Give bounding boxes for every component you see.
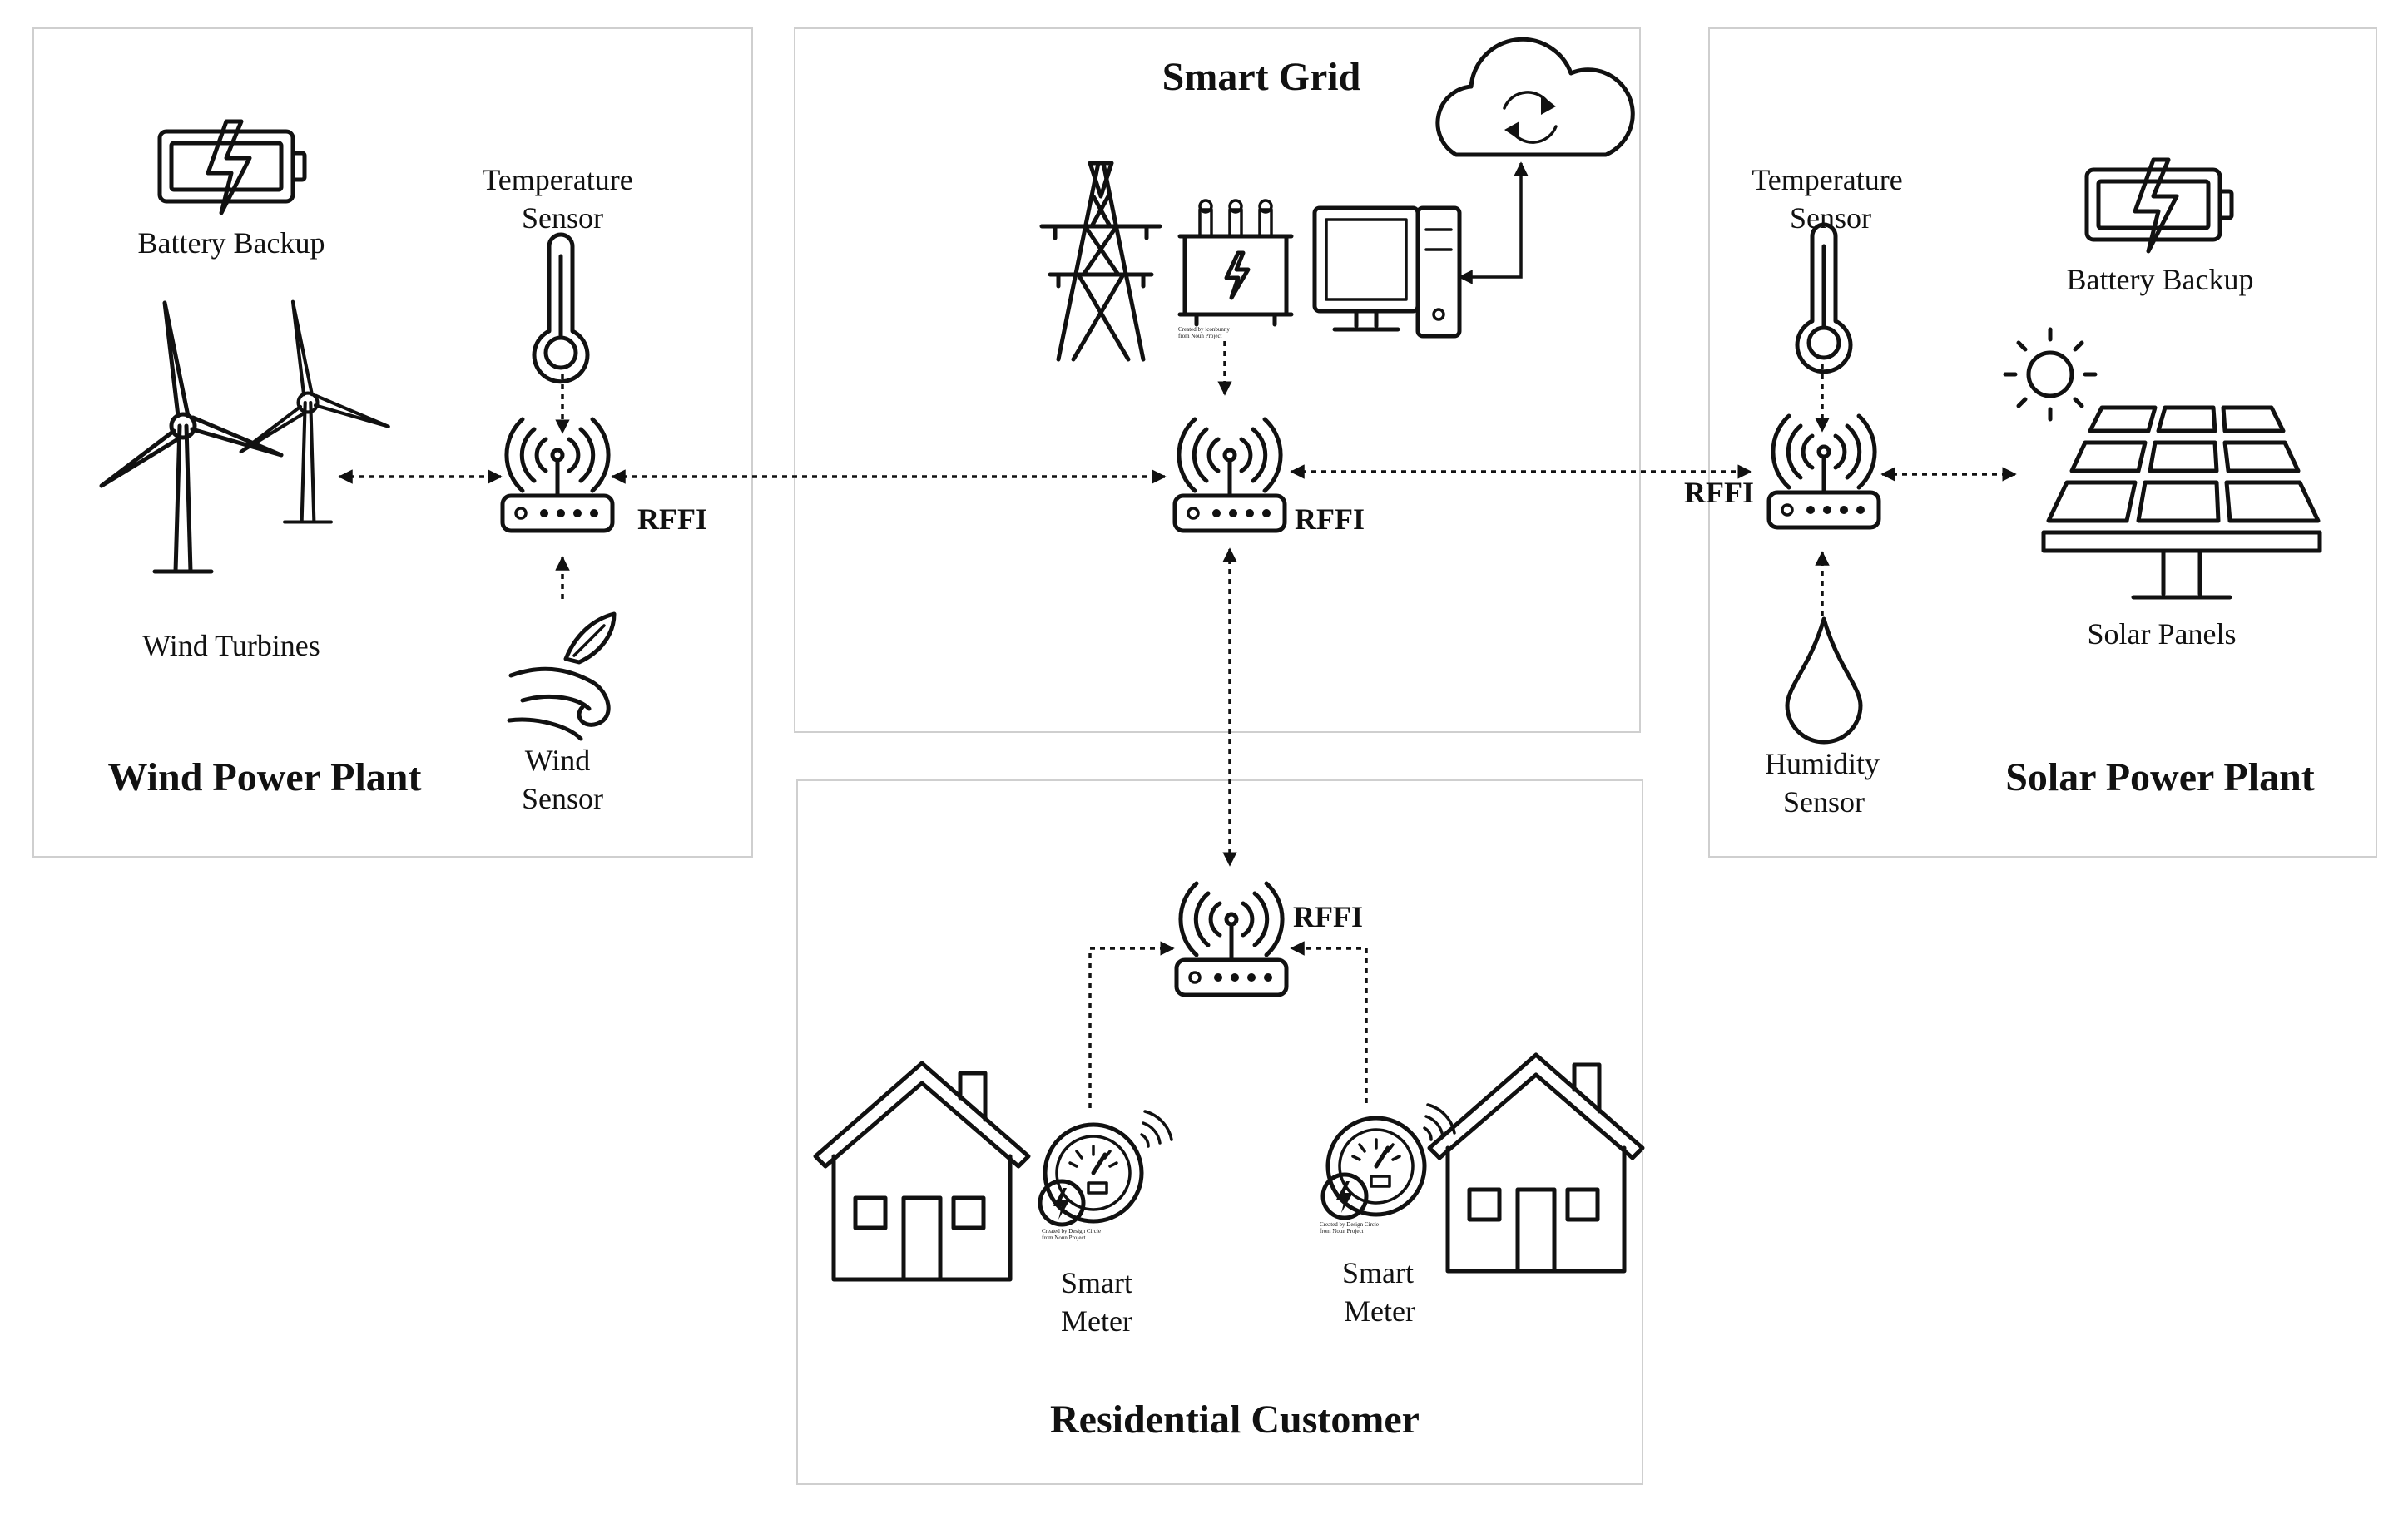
transformer-icon [1177,199,1294,327]
wind-battery-label: Battery Backup [138,226,325,260]
solar-panels-icon [2041,405,2322,600]
wind-sensor-label-line1: Wind [525,744,591,777]
solar-plant-title: Solar Power Plant [2005,755,2315,799]
solar-battery-label: Battery Backup [2067,263,2254,296]
humidity-sensor-icon [1785,616,1863,745]
residential-title: Residential Customer [1050,1398,1420,1442]
humidity-sensor-label-line2: Sensor [1783,785,1865,819]
wind-plant-title: Wind Power Plant [108,755,422,799]
solar-temp-sensor-label-line1: Temperature [1751,163,1902,196]
meter-right-label-line2: Meter [1344,1294,1415,1328]
smart-grid-panel [794,27,1641,733]
transmission-tower-icon [1039,161,1162,362]
solar-rffi-label: RFFI [1684,476,1754,509]
computer-icon [1312,205,1462,339]
link-meter-left-to-res-rffi [1088,941,1175,1108]
sun-icon [2003,327,2098,422]
residential-rffi-label: RFFI [1293,900,1363,933]
grid-rffi-label: RFFI [1295,502,1365,536]
wind-sensor-label-line2: Sensor [522,782,603,815]
wind-rffi-label: RFFI [637,502,707,536]
residential-panel [796,779,1643,1485]
wind-sensor-icon [507,611,617,741]
smart-grid-title: Smart Grid [1162,55,1361,99]
link-computer-to-cloud [1458,161,1529,284]
meter-left-credit-line1: Created by Design Circle [1042,1228,1101,1234]
cloud-sync-icon [1435,37,1635,157]
meter-right-credit-line1: Created by Design Circle [1320,1221,1379,1228]
wind-plant-panel [32,27,753,858]
meter-left-label-line2: Meter [1061,1304,1132,1338]
humidity-sensor-label-line1: Humidity [1765,747,1880,780]
wind-temp-sensor-label-line1: Temperature [482,163,632,196]
meter-left-label-line1: Smart [1061,1266,1132,1299]
meter-right-label-line1: Smart [1342,1256,1414,1289]
transformer-credit-line2: from Noun Project [1178,333,1222,339]
transformer-credit-line1: Created by iconbunny [1178,326,1230,333]
meter-right-credit-line2: from Noun Project [1320,1228,1364,1234]
wind-temp-sensor-label-line2: Sensor [522,201,603,235]
meter-left-credit-line2: from Noun Project [1042,1234,1086,1241]
solar-temp-sensor-label-line2: Sensor [1790,201,1871,235]
solar-panels-label: Solar Panels [2088,617,2237,651]
wind-turbines-label: Wind Turbines [142,629,320,662]
link-meter-right-to-res-rffi [1290,941,1368,1103]
